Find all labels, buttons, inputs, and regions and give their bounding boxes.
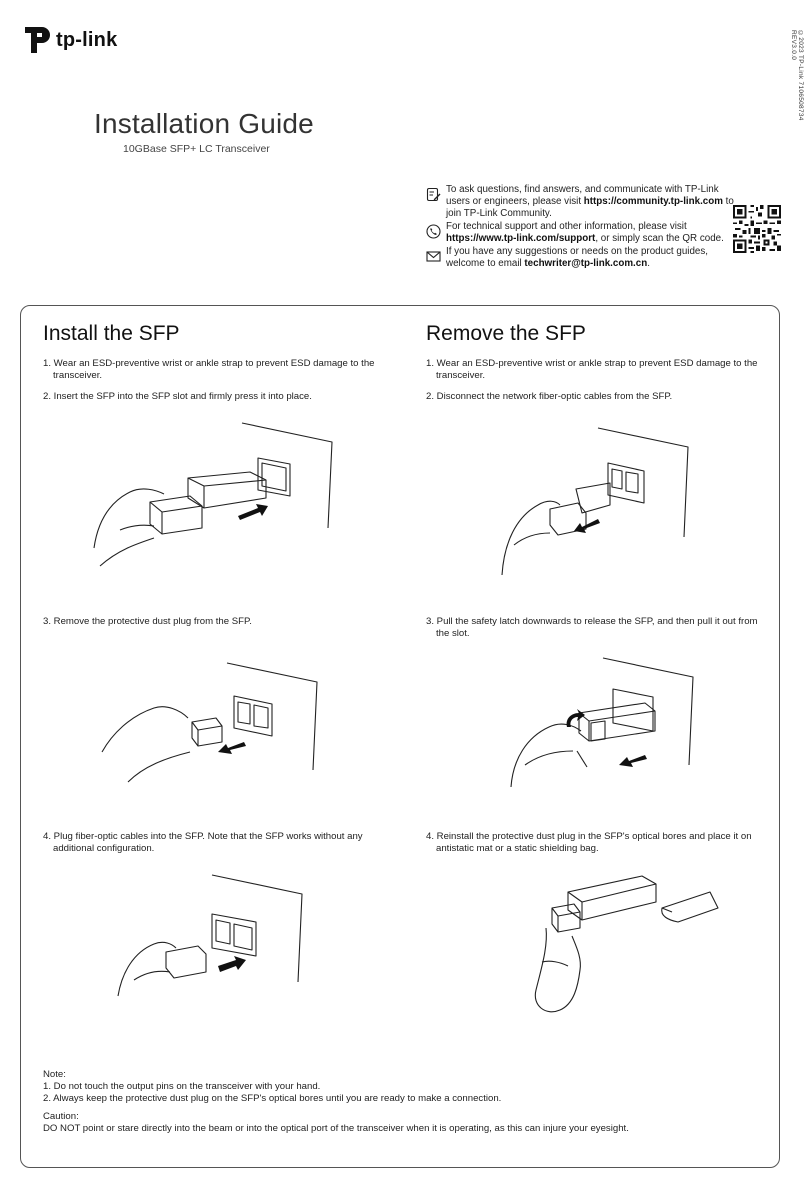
remove-step-2: 2. Disconnect the network fiber-optic ca… [426,391,673,402]
install-step-2: 2. Insert the SFP into the SFP slot and … [43,391,312,402]
phone-icon [426,224,441,239]
install-heading: Install the SFP [43,322,180,345]
note-label: Note: [43,1069,66,1080]
reinstall-dust-plug-illustration [534,875,719,1013]
page-title: Installation Guide [94,108,314,139]
remove-step-1: 1. Wear an ESD-preventive wrist or ankle… [426,358,758,381]
community-link[interactable]: https://community.tp-link.com [583,196,723,207]
community-text-end: to join TP-Link Community. [446,196,734,219]
tp-link-logo-icon [25,27,50,53]
email-row: If you have any suggestions or needs on … [426,246,736,270]
install-step-1: 1. Wear an ESD-preventive wrist or ankle… [43,358,375,381]
install-step-4: 4. Plug fiber-optic cables into the SFP.… [43,831,363,854]
page-subtitle: 10GBase SFP+ LC Transceiver [123,143,270,155]
caution-text: DO NOT point or stare directly into the … [43,1123,629,1134]
install-step-3: 3. Remove the protective dust plug from … [43,616,252,627]
tp-link-logo: tp-link [22,24,117,56]
note-item-1: 1. Do not touch the output pins on the t… [43,1081,321,1092]
disconnect-cables-illustration [501,427,689,576]
support-link[interactable]: https://www.tp-link.com/support [446,233,596,244]
support-row: For technical support and other informat… [426,221,736,245]
remove-step-4: 4. Reinstall the protective dust plug in… [426,831,752,854]
logo-text: tp-link [56,28,118,51]
insert-sfp-illustration [93,422,333,567]
remove-step-3: 3. Pull the safety latch downwards to re… [426,616,758,639]
qr-code [733,205,781,253]
remove-dust-plug-illustration [101,662,318,783]
email-text-end: . [647,258,650,269]
instructions-panel [20,305,780,1168]
pull-latch-illustration [510,657,694,788]
notes-section: Note: 1. Do not touch the output pins on… [43,1069,763,1135]
envelope-icon [426,251,441,262]
community-text: To ask questions, find answers, and comm… [446,184,719,207]
community-row: To ask questions, find answers, and comm… [426,184,736,220]
community-edit-icon [426,187,441,202]
note-item-2: 2. Always keep the protective dust plug … [43,1093,502,1104]
plug-cables-illustration [117,874,303,997]
remove-heading: Remove the SFP [426,322,586,345]
document-code: ©2023 TP-Link 7106508734 REV3.0.0 [790,30,804,121]
email-link[interactable]: techwriter@tp-link.com.cn [524,258,648,269]
contact-info: To ask questions, find answers, and comm… [426,184,736,271]
support-text: For technical support and other informat… [446,221,687,232]
email-text: If you have any suggestions or needs on … [446,246,708,269]
support-text-end: , or simply scan the QR code. [595,233,724,244]
caution-label: Caution: [43,1111,79,1122]
